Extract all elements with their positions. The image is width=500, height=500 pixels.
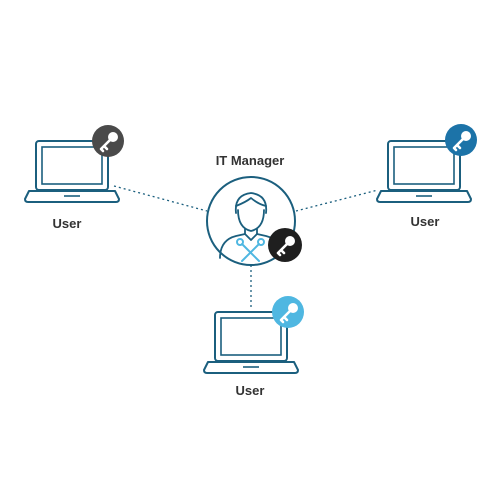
tools-icon bbox=[236, 238, 265, 262]
connector-left bbox=[113, 185, 208, 212]
user-label-right: User bbox=[410, 214, 440, 229]
key-badge-manager bbox=[268, 228, 302, 262]
connector-lines bbox=[113, 185, 379, 307]
user-label-bottom: User bbox=[235, 383, 265, 398]
user-node-right bbox=[376, 124, 477, 203]
manager-label: IT Manager bbox=[215, 153, 285, 168]
user-node-left bbox=[24, 125, 124, 203]
connector-right bbox=[295, 189, 379, 212]
manager-node bbox=[206, 176, 302, 266]
user-label-left: User bbox=[52, 216, 82, 231]
user-node-bottom bbox=[203, 296, 304, 374]
person-icon bbox=[219, 192, 283, 259]
key-badge-right bbox=[445, 124, 477, 156]
key-badge-left bbox=[92, 125, 124, 157]
key-badge-bottom bbox=[272, 296, 304, 328]
